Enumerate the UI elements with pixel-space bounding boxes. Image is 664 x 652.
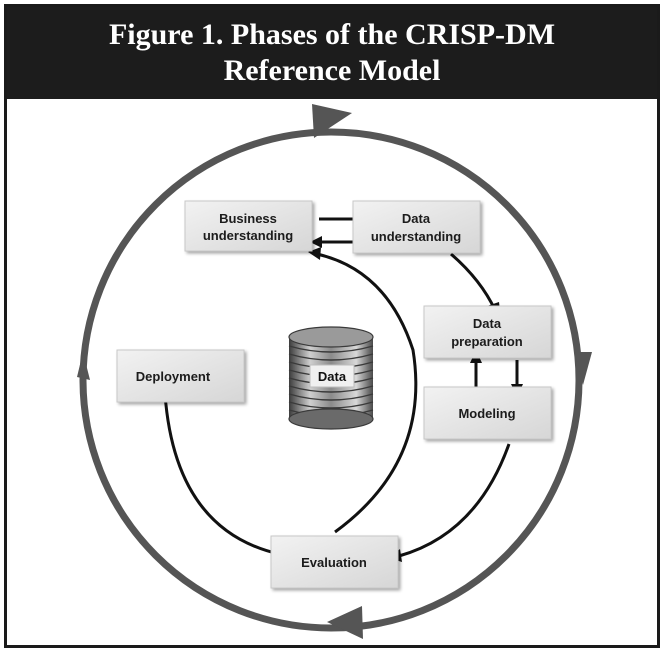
outer-cycle-ring	[77, 104, 592, 639]
arrow-evaluation-to-deployment	[163, 393, 280, 556]
ring-arrowhead-right	[575, 352, 592, 385]
phase-label-line: Deployment	[136, 369, 211, 384]
phase-label-line: Data	[402, 211, 431, 226]
phase-label-line: Business	[219, 211, 277, 226]
phase-data-understanding: Data understanding	[352, 200, 481, 254]
crisp-dm-diagram: Business understanding Data understandin…	[7, 102, 657, 645]
phase-label-line: understanding	[203, 228, 293, 243]
ring-arrowhead-bottom	[327, 606, 363, 639]
figure-title-line-1: Figure 1. Phases of the CRISP-DM	[108, 18, 556, 51]
diagram-canvas: Business understanding Data understandin…	[77, 104, 592, 639]
data-disk-stack: Data	[288, 326, 374, 430]
figure-title-line-2: Reference Model	[223, 54, 441, 87]
phase-label-line: Evaluation	[301, 555, 367, 570]
figure-header: Figure 1. Phases of the CRISP-DM Referen…	[7, 7, 657, 99]
phase-evaluation: Evaluation	[270, 535, 399, 589]
phase-modeling: Modeling	[423, 386, 552, 440]
arrow-evaluation-to-business-understanding	[316, 252, 418, 534]
ring-arrowhead-left	[77, 352, 90, 380]
head-to-business-understanding-loop	[308, 247, 321, 260]
arrow-modeling-to-evaluation	[398, 443, 511, 558]
phase-label-line: understanding	[371, 229, 461, 244]
head-to-business-understanding	[310, 236, 322, 248]
phase-label-line: preparation	[451, 334, 523, 349]
data-label: Data	[318, 369, 347, 384]
phase-deployment: Deployment	[116, 349, 245, 403]
phase-label-line: Modeling	[458, 406, 515, 421]
phase-business-understanding: Business understanding	[184, 200, 313, 252]
ring-arrowhead-top	[312, 104, 352, 138]
phase-data-preparation: Data preparation	[423, 305, 552, 359]
phase-label-line: Data	[473, 316, 502, 331]
arrow-data-understanding-to-preparation	[450, 252, 497, 311]
figure-frame: Figure 1. Phases of the CRISP-DM Referen…	[4, 4, 660, 648]
